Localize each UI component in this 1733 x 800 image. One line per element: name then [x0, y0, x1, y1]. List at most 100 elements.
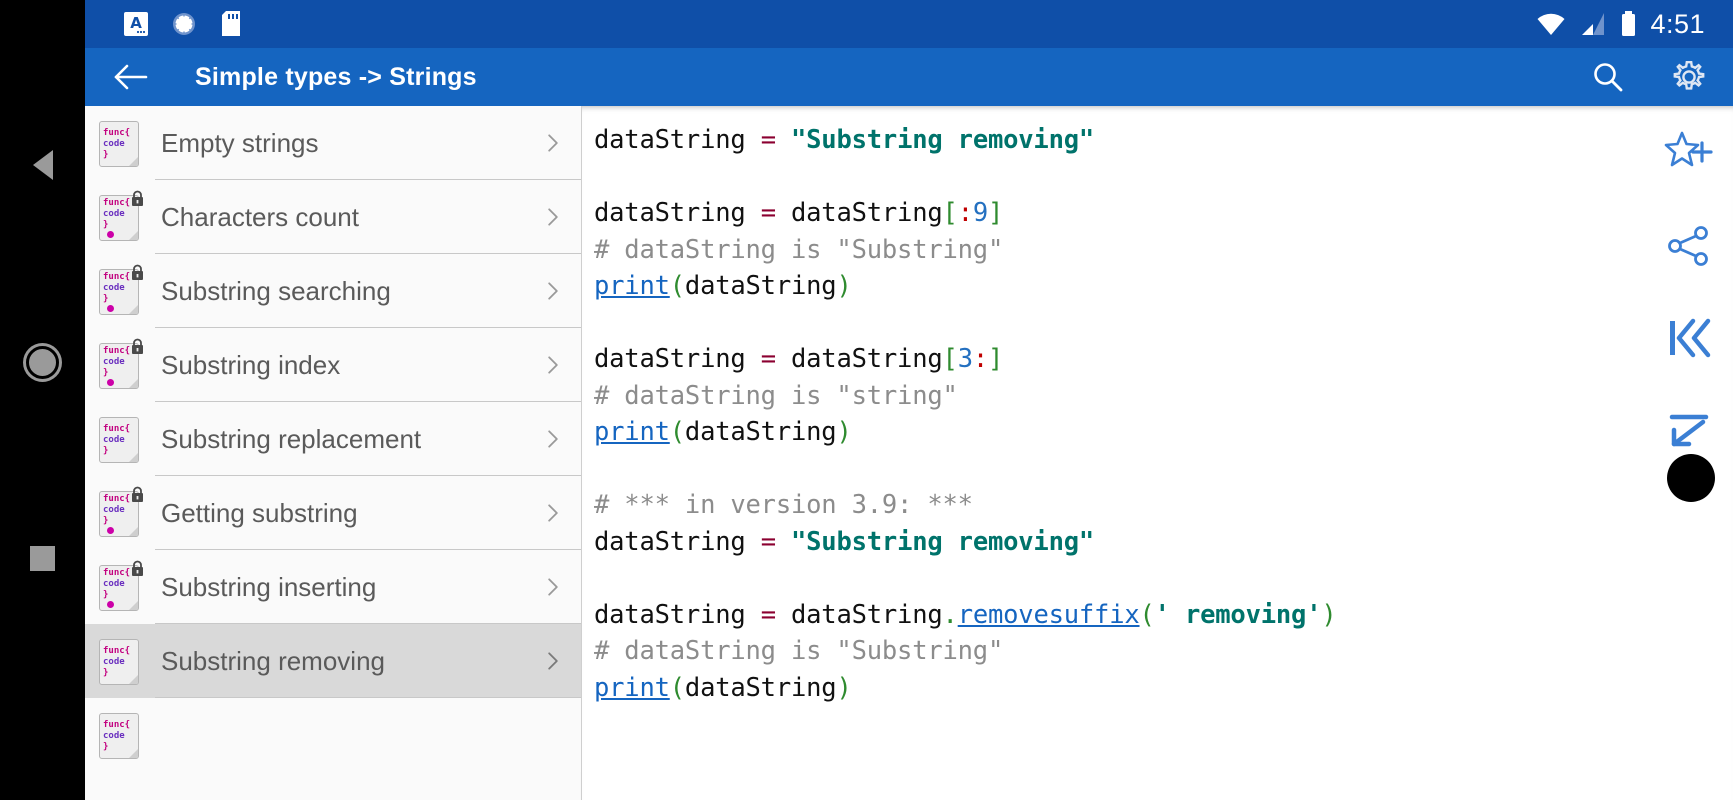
list-item[interactable]: func{ code } [85, 698, 581, 772]
modified-dot-icon [107, 527, 114, 534]
skip-to-start-icon[interactable] [1663, 312, 1715, 364]
list-item-label: Substring index [161, 349, 341, 380]
app-screen: A [85, 0, 1733, 800]
file-icon-line3: } [103, 149, 109, 160]
add-to-favorites-icon[interactable] [1663, 128, 1715, 180]
status-bar-left-icons: A [123, 10, 243, 38]
sync-progress-icon [173, 13, 195, 35]
file-icon-line1: func{ [103, 272, 131, 282]
code-line: # dataString is "string" [594, 380, 958, 411]
collapse-icon[interactable] [1663, 404, 1715, 456]
code-viewer[interactable]: dataString = "Substring removing" dataSt… [582, 106, 1733, 800]
page-title: Simple types -> Strings [195, 62, 477, 91]
code-file-icon: func{ code } [99, 118, 143, 168]
file-icon-line2: code [103, 138, 125, 149]
nav-recents-button[interactable] [0, 528, 85, 588]
list-item-label: Substring replacement [161, 423, 422, 454]
modified-dot-icon [107, 379, 114, 386]
list-item-label: Characters count [161, 201, 359, 232]
wifi-icon [1537, 13, 1565, 35]
share-icon[interactable] [1663, 220, 1715, 272]
file-icon-line2: code [103, 579, 125, 589]
system-navigation-bar [0, 0, 85, 800]
chevron-right-icon [548, 578, 558, 596]
file-icon-line1: func{ [103, 568, 131, 578]
cellular-signal-icon [1582, 13, 1605, 35]
code-line [594, 454, 609, 484]
list-item[interactable]: func{ code } Empty strings [85, 106, 581, 180]
back-triangle-icon [32, 150, 53, 180]
file-icon-line1: func{ [103, 719, 131, 730]
file-icon-line3: } [103, 667, 109, 678]
action-rail [1645, 106, 1733, 800]
code-line: dataString = "Substring removing" [594, 125, 1095, 155]
list-divider [155, 475, 581, 476]
file-icon-line2: code [103, 505, 125, 515]
list-item-selected[interactable]: func{ code } Substring removing [85, 624, 581, 698]
modified-dot-icon [107, 305, 114, 312]
search-icon[interactable] [1591, 60, 1625, 94]
toolbar-actions [1591, 59, 1707, 95]
code-line: # dataString is "Substring" [594, 234, 1004, 265]
list-divider [155, 327, 581, 328]
arrow-back-icon[interactable] [113, 62, 149, 92]
chevron-right-icon [548, 134, 558, 152]
code-line: print(dataString) [594, 417, 852, 447]
chevron-right-icon [548, 282, 558, 300]
file-icon-line1: func{ [103, 198, 131, 208]
code-line: # *** in version 3.9: *** [594, 490, 973, 520]
chevron-right-icon [548, 356, 558, 374]
list-item[interactable]: func{ code } Substring replacement [85, 402, 581, 476]
file-icon-line3: } [103, 368, 109, 378]
file-icon-line2: code [103, 434, 125, 445]
code-line: dataString = dataString[:9] [594, 198, 1004, 228]
code-line [594, 308, 609, 338]
list-item[interactable]: func{ code } Substring inserting [85, 550, 581, 624]
file-icon-line2: code [103, 209, 125, 219]
sd-card-icon [222, 11, 240, 36]
nav-home-button[interactable] [0, 332, 85, 392]
lock-icon [132, 486, 143, 502]
chevron-right-icon [548, 652, 558, 670]
code-file-icon: func{ code } [99, 264, 143, 316]
status-bar-clock: 4:51 [1650, 8, 1705, 39]
list-divider [155, 253, 581, 254]
list-item-label: Empty strings [161, 127, 319, 158]
list-item-label: Substring searching [161, 275, 391, 306]
list-divider [155, 623, 581, 624]
modified-dot-icon [107, 601, 114, 608]
code-line: print(dataString) [594, 672, 852, 703]
lock-icon [132, 190, 143, 206]
code-line: dataString = "Substring removing" [594, 526, 1095, 557]
chevron-right-icon [548, 208, 558, 226]
file-icon-line2: code [103, 656, 125, 667]
home-circle-icon [26, 345, 59, 379]
list-item[interactable]: func{ code } Substring index [85, 328, 581, 402]
file-icon-line2: code [103, 730, 125, 741]
file-icon-line3: } [103, 294, 109, 304]
app-toolbar: Simple types -> Strings [85, 48, 1733, 106]
content-area: func{ code } Empty strings [85, 106, 1733, 800]
code-file-icon: func{ code } [99, 190, 143, 242]
file-icon-line1: func{ [103, 645, 131, 656]
file-icon-line1: func{ [103, 494, 131, 504]
gear-icon[interactable] [1671, 59, 1707, 95]
list-divider [155, 401, 581, 402]
list-divider [155, 697, 581, 698]
chevron-right-icon [548, 430, 558, 448]
svg-text:A: A [130, 14, 142, 32]
nav-back-button[interactable] [0, 135, 85, 195]
list-item[interactable]: func{ code } Substring searching [85, 254, 581, 328]
code-file-icon: func{ code } [99, 414, 143, 464]
file-icon-line3: } [103, 741, 109, 752]
code-file-icon: func{ code } [99, 710, 143, 760]
app-notification-icon: A [124, 12, 148, 36]
file-icon-line3: } [103, 220, 109, 230]
topic-list[interactable]: func{ code } Empty strings [85, 106, 582, 800]
list-item[interactable]: func{ code } Characters count [85, 180, 581, 254]
file-icon-line1: func{ [103, 127, 131, 138]
code-line: dataString = dataString[3:] [594, 344, 1004, 374]
list-divider [155, 549, 581, 550]
list-item[interactable]: func{ code } Getting substring [85, 476, 581, 550]
file-icon-line1: func{ [103, 346, 131, 356]
